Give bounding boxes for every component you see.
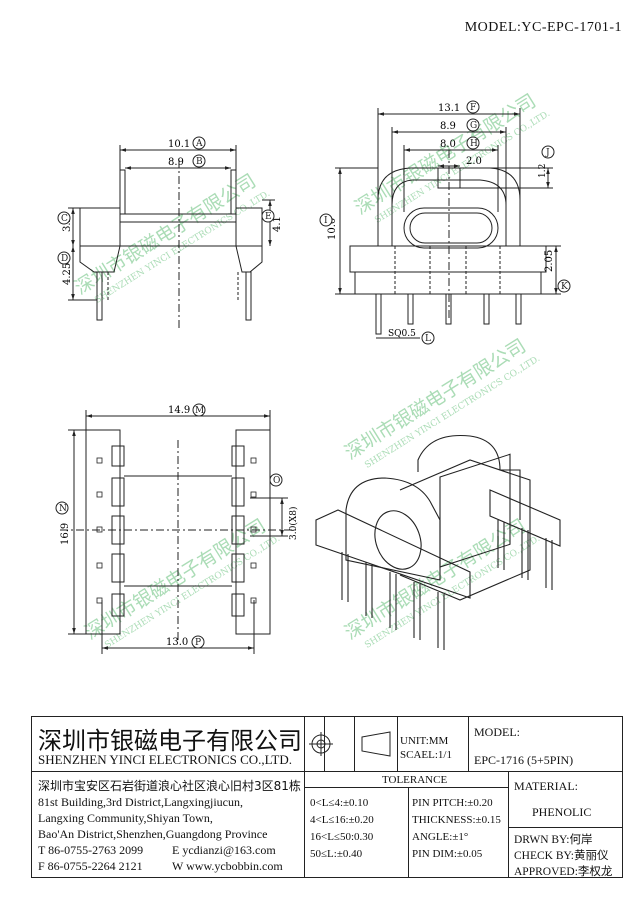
company-name-en: SHENZHEN YINCI ELECTRONICS CO.,LTD. [38,752,292,767]
svg-text:深圳市银磁电子有限公司: 深圳市银磁电子有限公司 [71,170,260,299]
company-name-cn: 深圳市银磁电子有限公司 [38,727,302,755]
letter-n: N [55,501,69,515]
letter-i: I [319,213,333,227]
dim-e-value: 4.1 [272,216,283,232]
dim-l-value: SQ0.5 [388,329,416,339]
dim-k-value: 2.05 [544,250,555,272]
letter-k: K [557,279,571,293]
dim-h-value: 8.0 [440,139,456,150]
fax: F 86-0755-2264 2121 [38,859,143,873]
svg-text:SHENZHEN YINCI ELECTRONICS CO.: SHENZHEN YINCI ELECTRONICS CO.,LTD. [363,354,542,471]
letter-m: M [192,403,206,417]
letter-c: C [57,211,71,225]
front-view [68,145,275,330]
svg-text:深圳市银磁电子有限公司: 深圳市银磁电子有限公司 [341,335,530,464]
dim-c-value: 3.2 [62,216,73,232]
svg-text:B: B [196,157,203,167]
letter-f: F [466,100,480,114]
checked-by: CHECK BY:黄丽仪 [514,850,609,862]
technical-drawing: 深圳市银磁电子有限公司 SHENZHEN YINCI ELECTRONICS C… [55,90,571,654]
tolerance-4: 50≤L:±0.40 [310,848,363,860]
tolerance-3: 16<L≤50:0.30 [310,831,374,843]
svg-text:C: C [61,214,68,224]
address-en-1: 81st Building,3rd District,Langxingjiucu… [38,795,243,809]
svg-text:M: M [195,406,204,416]
dim-f-value: 13.1 [438,103,460,114]
side-view [335,108,561,339]
svg-text:N: N [59,504,67,514]
svg-text:E: E [265,212,272,222]
dim-a-value: 10.1 [168,139,190,150]
svg-text:O: O [273,476,280,486]
svg-text:P: P [195,638,201,648]
svg-text:D: D [61,254,68,264]
letter-p: P [191,635,205,649]
pin-dim: PIN DIM:±0.05 [412,848,483,860]
dim-d-value: 4.25 [62,263,73,285]
dimension-letters: A B C D E F G H I J K L M N O P [55,100,571,649]
letter-g: G [466,118,480,132]
pin-pitch: PIN PITCH:±0.20 [412,797,493,809]
dim-2-value: 2.0 [466,156,482,167]
telephone: T 86-0755-2763 2099 [38,843,144,857]
address-en-3: Bao'An District,Shenzhen,Guangdong Provi… [38,827,268,841]
tolerance-2: 4<L≤16:±0.20 [310,814,374,826]
letter-d: D [57,251,71,265]
model-header: MODEL:YC-EPC-1701-1 [464,20,622,35]
dim-b-value: 8.9 [168,157,184,168]
dim-m-value: 14.9 [168,405,190,416]
svg-text:SHENZHEN YINCI ELECTRONICS CO.: SHENZHEN YINCI ELECTRONICS CO.,LTD. [103,534,282,651]
scale-label: SCAEL:1/1 [400,749,452,761]
letter-h: H [466,136,480,150]
letter-l: L [421,331,435,345]
material-label: MATERIAL: [514,779,578,793]
dim-j-value: 1.2 [538,164,548,178]
watermark-right: 深圳市银磁电子有限公司 SHENZHEN YINCI ELECTRONICS C… [341,515,542,651]
isometric-view [315,434,561,650]
website: W www.ycbobbin.com [172,859,283,873]
tolerance-label: TOLERANCE [382,774,448,786]
address-cn: 深圳市宝安区石岩街道浪心社区浪心旧村3区81栋 [38,779,301,793]
title-block: 深圳市银磁电子有限公司 SHENZHEN YINCI ELECTRONICS C… [31,716,623,878]
bottom-view [60,410,296,654]
dim-g-value: 8.9 [440,121,456,132]
dim-i-value: 10.0 [327,218,338,240]
projection-symbol [309,732,333,756]
letter-j: J [541,145,555,159]
drawn-by: DRWN BY:何岸 [514,834,593,846]
watermark-top: 深圳市银磁电子有限公司 SHENZHEN YINCI ELECTRONICS C… [71,170,272,306]
tolerance-1: 0<L≤4:±0.10 [310,797,369,809]
dim-n-value: 16.9 [60,523,71,545]
model-value: EPC-1716 (5+5PIN) [474,753,574,767]
address-en-2: Langxing Community,Shiyan Town, [38,811,213,825]
svg-text:K: K [561,282,568,292]
unit-label: UNIT:MM [400,735,449,747]
dim-o-value: 3.0(X8) [288,507,299,540]
letter-o: O [269,473,283,487]
watermark-mid: 深圳市银磁电子有限公司 SHENZHEN YINCI ELECTRONICS C… [341,335,542,471]
svg-text:J: J [545,148,550,158]
svg-text:H: H [470,139,478,149]
svg-text:G: G [470,121,477,131]
material-value: PHENOLIC [532,805,592,819]
svg-text:A: A [195,139,203,149]
model-label: MODEL: [474,725,520,739]
svg-text:I: I [324,216,328,226]
letter-e: E [261,209,275,223]
bottom-view-pin-dots [96,457,257,604]
letter-b: B [192,154,206,168]
approved-by: APPROVED:李权龙 [514,866,613,878]
angle: ANGLE:±1° [412,831,469,843]
dim-p-value: 13.0 [166,637,188,648]
svg-text:F: F [470,103,476,113]
thickness: THICKNESS:±0.15 [412,814,501,826]
email: E ycdianzi@163.com [172,843,276,857]
svg-text:深圳市银磁电子有限公司: 深圳市银磁电子有限公司 [81,515,270,644]
cone-symbol [361,731,391,757]
letter-a: A [192,136,206,150]
svg-text:L: L [425,334,431,344]
